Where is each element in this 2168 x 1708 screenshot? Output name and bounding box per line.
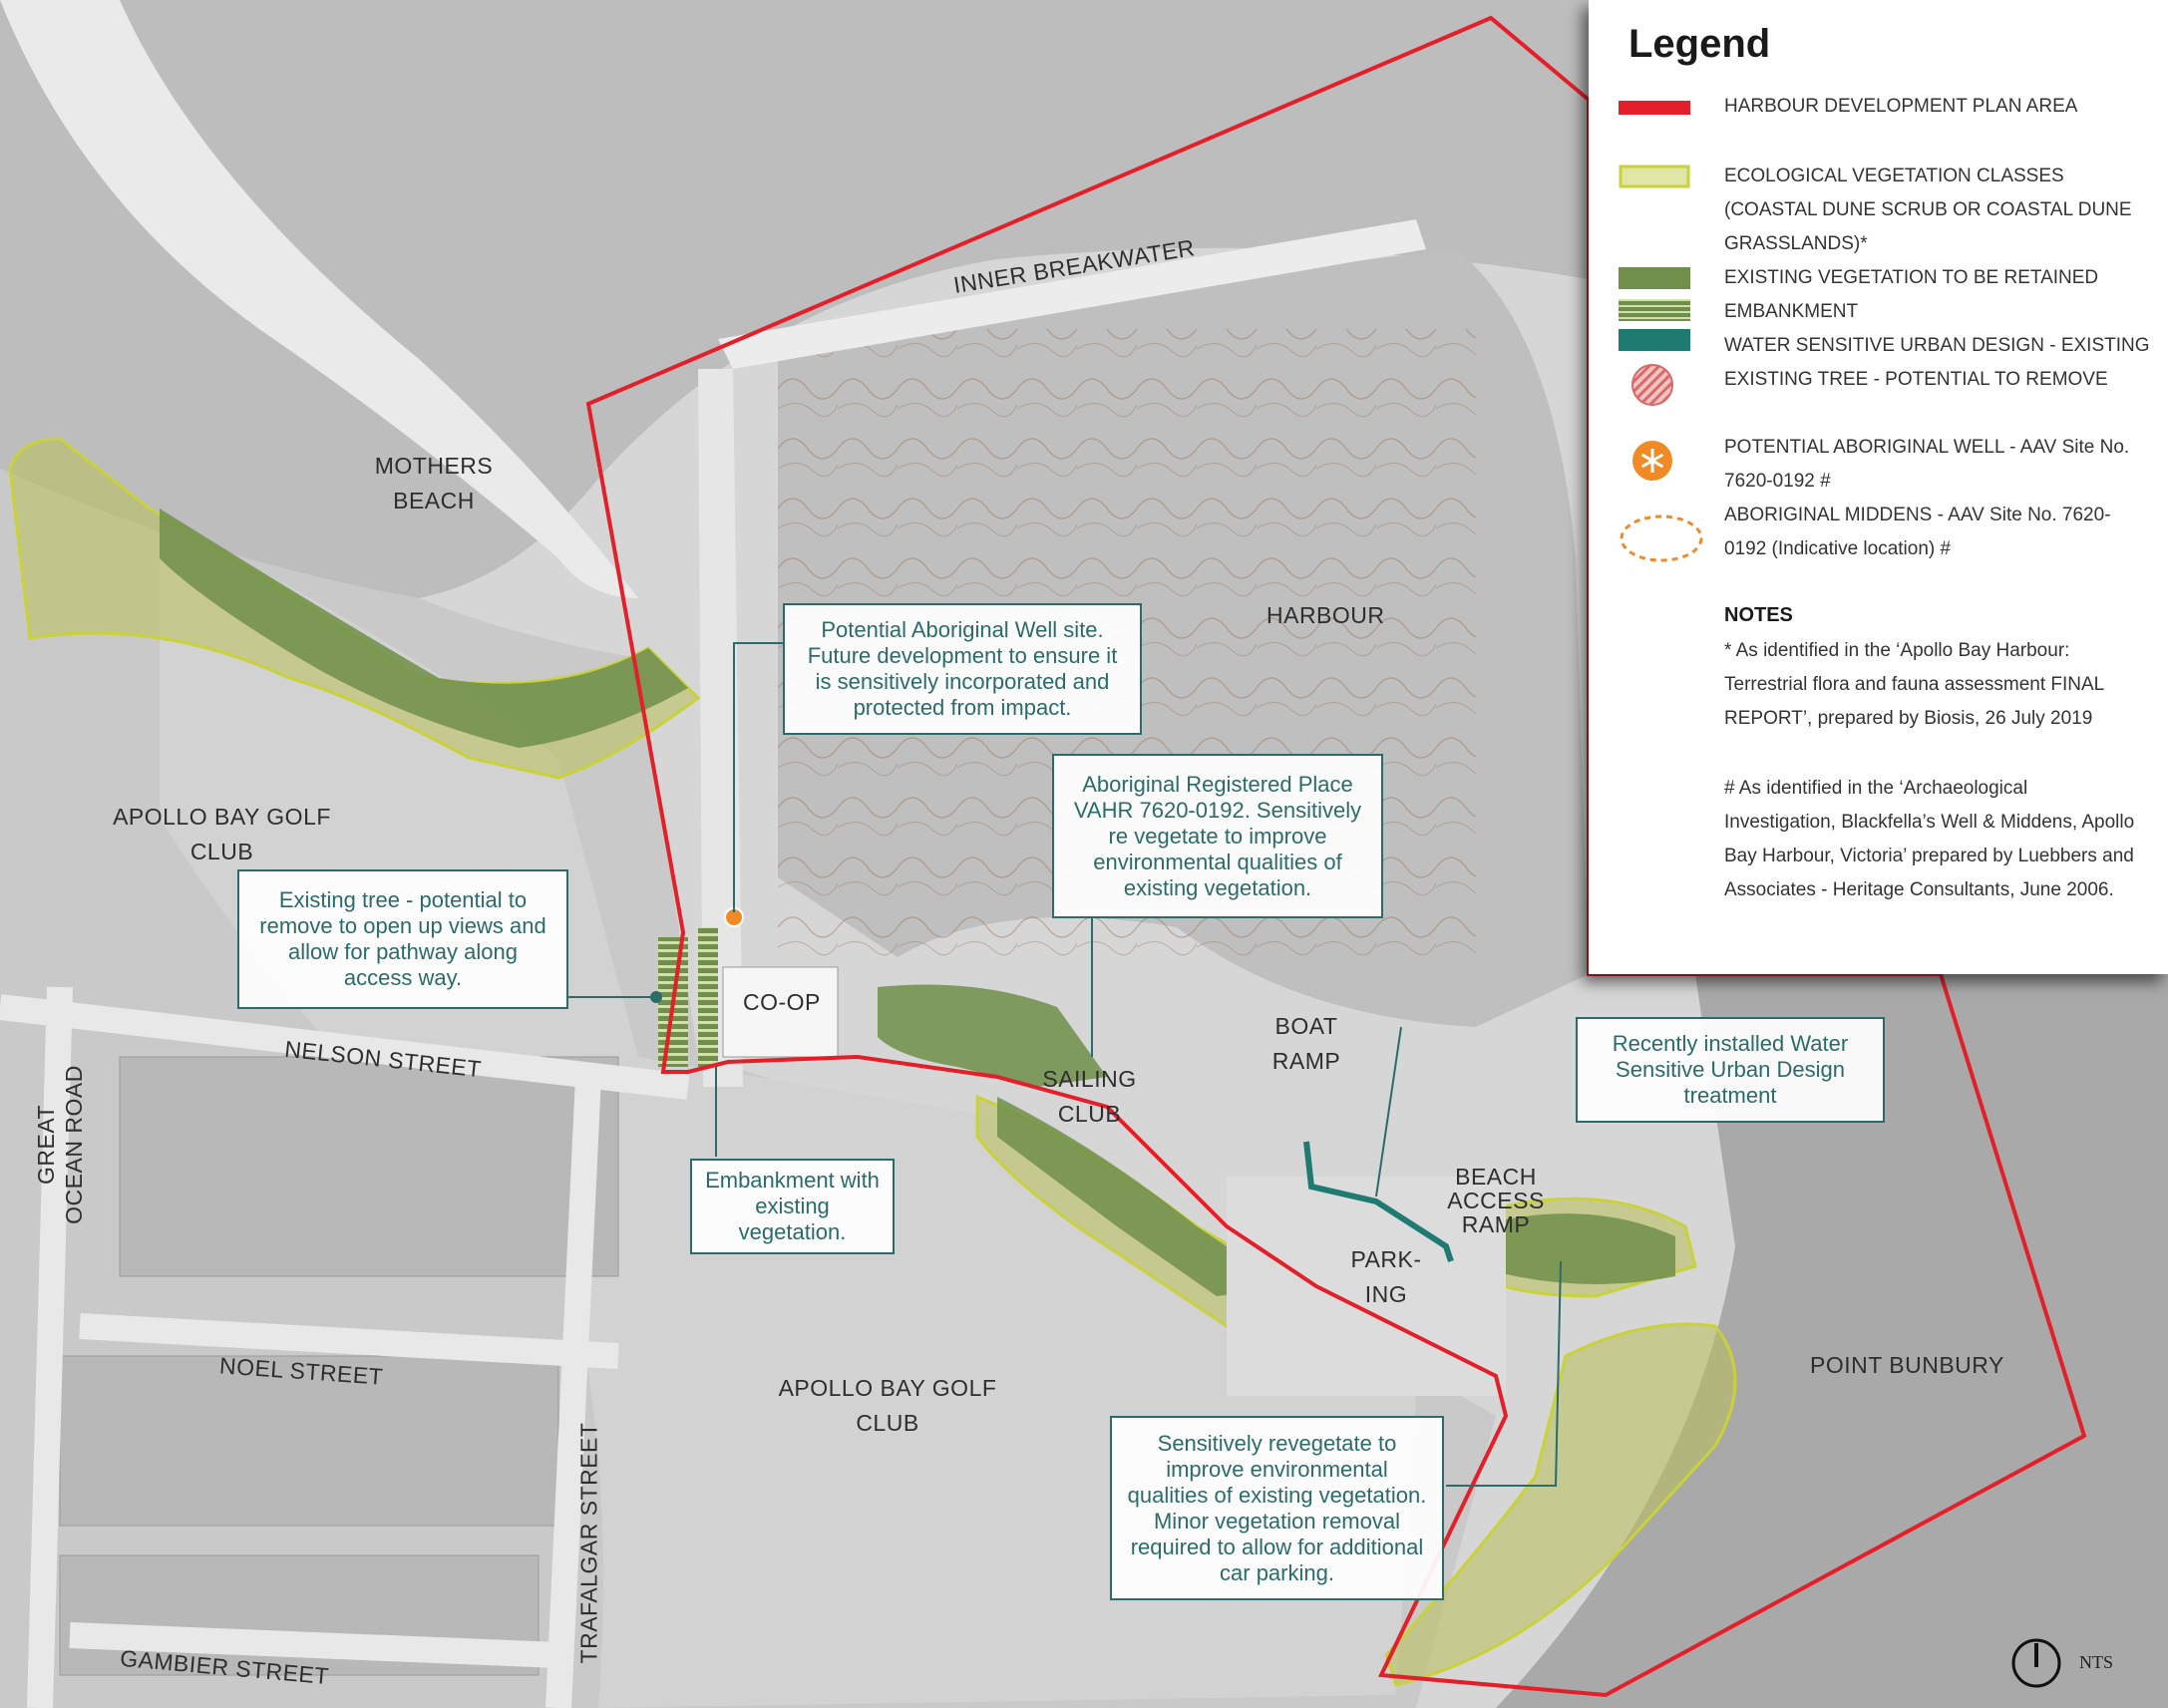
callout-wsud: Recently installed Water Sensitive Urban…: [1576, 1017, 1885, 1123]
legend-item-boundary: HARBOUR DEVELOPMENT PLAN AREA: [1724, 96, 2078, 117]
label-parking: PARK- ING: [1350, 1246, 1422, 1307]
callout-registered-place: Aboriginal Registered Place VAHR 7620-01…: [1052, 754, 1383, 918]
label-harbour: HARBOUR: [1266, 602, 1385, 628]
main-wall: [698, 369, 743, 1087]
town-blocks: [59, 1056, 619, 1676]
legend-notes-heading: NOTES: [1724, 604, 1793, 626]
orange-asterisk-icon: [1632, 441, 1672, 481]
label-golf-club-north: APOLLO BAY GOLF CLUB: [113, 804, 331, 864]
yellow-green-outline-swatch: [1619, 165, 1690, 188]
label-co-op: CO-OP: [743, 989, 821, 1015]
legend-item-embankment: EMBANKMENT: [1724, 301, 1859, 322]
legend-note-2: # As identified in the ‘Archaeological I…: [1724, 778, 2135, 900]
callout-well-site: Potential Aboriginal Well site. Future d…: [783, 603, 1142, 735]
legend-item-evc: ECOLOGICAL VEGETATION CLASSES (COASTAL D…: [1724, 166, 2132, 254]
golf-course: [160, 518, 1416, 1708]
label-boat-ramp: BOAT RAMP: [1271, 1013, 1341, 1074]
callout-revegetate: Sensitively revegetate to improve enviro…: [1110, 1416, 1444, 1600]
callout-existing-tree: Existing tree - potential to remove to o…: [237, 869, 568, 1009]
legend-item-middens: ABORIGINAL MIDDENS - AAV Site No. 7620-0…: [1724, 505, 2111, 559]
dashed-orange-ellipse-icon: [1620, 514, 1703, 562]
label-great-ocean-road: GREAT OCEAN ROAD: [33, 1065, 87, 1224]
striped-green-swatch: [1619, 299, 1690, 321]
bay-water: [0, 0, 1589, 598]
legend-item-tree: EXISTING TREE - POTENTIAL TO REMOVE: [1724, 369, 2108, 390]
teal-bar-swatch: [1619, 329, 1690, 351]
veg-sailing-club: [878, 984, 1107, 1087]
wsud-treatment: [1303, 1141, 1454, 1262]
label-beach-access-ramp: BEACH ACCESS RAMP: [1447, 1164, 1545, 1237]
inner-breakwater: [718, 219, 1426, 369]
veg-golf-edge: [997, 1097, 1286, 1296]
veg-beach-ramp: [1476, 1213, 1675, 1284]
label-sailing-club: SAILING CLUB: [1042, 1066, 1137, 1127]
green-fill-swatch: [1619, 267, 1690, 289]
roads: [0, 986, 690, 1708]
retained-vegetation: [160, 509, 1675, 1296]
label-golf-club-south: APOLLO BAY GOLF CLUB: [778, 1375, 997, 1436]
beach-sand: [0, 0, 638, 598]
harbour-plan-boundary: [585, 15, 2087, 1698]
evc-point-bunbury: [1384, 1322, 1737, 1687]
embankment-2: [698, 927, 718, 1067]
legend-title: Legend: [1628, 22, 1771, 66]
legend-panel: Legend HARBOUR DEVELOPMENT PLAN AREA ECO…: [1589, 0, 2168, 974]
veg-mothers-beach: [160, 509, 688, 748]
legend-item-veg-retained: EXISTING VEGETATION TO BE RETAINED: [1724, 267, 2099, 288]
scale-label: NTS: [2079, 1652, 2114, 1672]
co-op-building: [722, 966, 839, 1058]
callout-embankment: Embankment with existing vegetation.: [690, 1159, 895, 1254]
red-line-swatch: [1619, 101, 1690, 115]
label-mothers-beach: MOTHERS BEACH: [374, 453, 494, 513]
north-arrow-icon: [2011, 1638, 2061, 1688]
legend-item-wsud: WATER SENSITIVE URBAN DESIGN - EXISTING: [1724, 335, 2150, 356]
label-point-bunbury: POINT BUNBURY: [1810, 1352, 2004, 1378]
legend-item-well: POTENTIAL ABORIGINAL WELL - AAV Site No.…: [1724, 437, 2130, 492]
legend-note-1: * As identified in the ‘Apollo Bay Harbo…: [1724, 640, 2104, 729]
callout-leaders: [568, 642, 1562, 1487]
hatched-circle-icon: [1631, 364, 1673, 406]
label-trafalgar-street: TRAFALGAR STREET: [575, 1422, 602, 1664]
point-bunbury-rocks: [1496, 974, 2168, 1708]
